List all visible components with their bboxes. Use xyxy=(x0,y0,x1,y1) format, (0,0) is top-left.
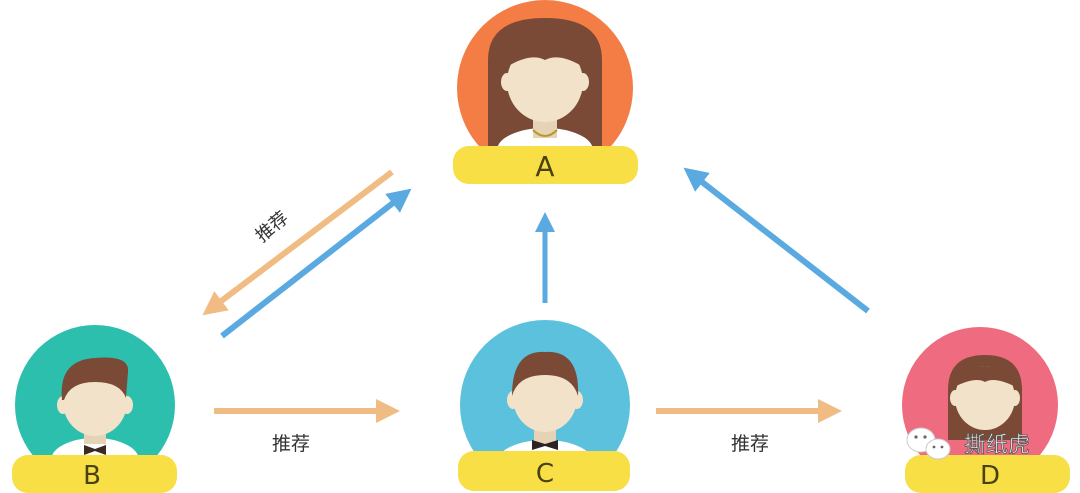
node-label: D xyxy=(980,461,1000,491)
watermark: 撕纸虎 xyxy=(906,427,1030,460)
arrow-b-to-a xyxy=(220,188,412,339)
node-b: B xyxy=(12,325,177,493)
edge-label-c-to-d: 推荐 xyxy=(731,433,769,455)
node-a: A xyxy=(453,0,638,184)
label-bar xyxy=(458,451,630,491)
edge-label-b-to-c: 推荐 xyxy=(272,433,310,455)
wechat-icon xyxy=(906,427,951,460)
label-bar xyxy=(453,146,638,184)
arrow-a-to-b xyxy=(202,169,394,316)
label-bar xyxy=(905,455,1070,493)
node-d: D xyxy=(902,327,1070,493)
watermark-text: 撕纸虎 xyxy=(964,433,1030,458)
edge-label-a-to-b: 推荐 xyxy=(252,208,293,247)
node-label: C xyxy=(536,459,554,489)
node-c: C xyxy=(458,320,630,491)
female-avatar-icon xyxy=(488,18,602,172)
node-label: B xyxy=(83,461,101,491)
node-label: A xyxy=(535,150,554,183)
arrow-d-to-a xyxy=(683,167,870,314)
label-bar xyxy=(12,455,177,493)
female-avatar-icon xyxy=(948,355,1022,440)
